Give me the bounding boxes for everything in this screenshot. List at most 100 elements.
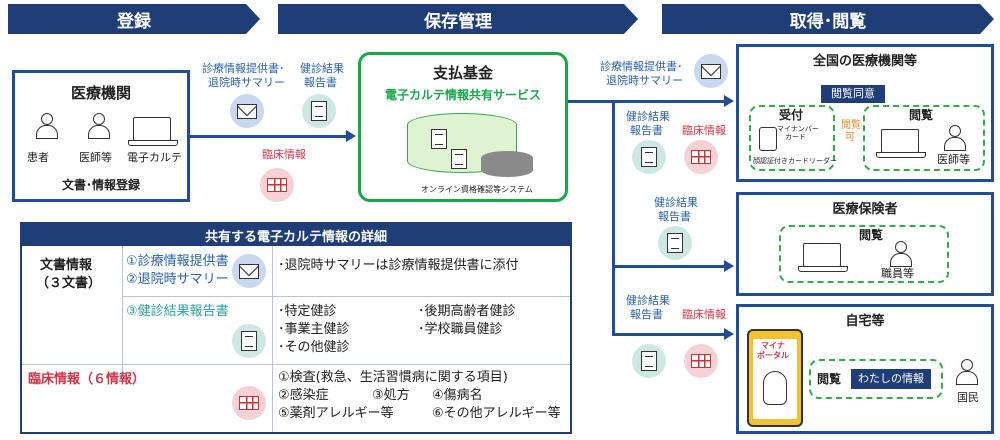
document-icon	[311, 101, 327, 121]
clinical-item: ⑥その他アレルギー等	[432, 406, 561, 421]
fund-box: 支払基金 電子カルテ情報共有サービス オンライン資格確認等システム	[358, 52, 568, 202]
portal-label-2: ポータル	[757, 351, 789, 360]
card-reader-icon	[759, 127, 777, 151]
checkup-item: ･学校職員健診	[418, 322, 503, 337]
insurer-title: 医療保険者	[832, 202, 898, 217]
home-title: 自宅等	[845, 314, 885, 329]
doctor-icon	[87, 113, 110, 139]
national-title: 全国の医療機関等	[812, 54, 917, 69]
document-icon	[241, 331, 257, 351]
patient-icon	[35, 113, 58, 139]
right-checkup1-label-1: 健診結果	[626, 110, 670, 123]
document-icon	[667, 233, 683, 253]
col-divider-2	[272, 246, 273, 432]
right-doc-label-2: 退院時サマリー	[606, 74, 683, 87]
insurer-laptop-icon	[798, 243, 848, 272]
national-box: 全国の医療機関等 閲覧同意 受付 マイナンバー カード 顔認証付きカードリーダー…	[736, 44, 994, 182]
left-flow-line	[190, 135, 346, 138]
right-checkup2-label-2: 報告書	[658, 210, 691, 223]
home-box: 自宅等 マイナ ポータル 閲覧 わたしの情報 国民	[736, 304, 994, 434]
doctor-label: 医師等	[79, 151, 112, 164]
right-trunk-line	[612, 100, 615, 336]
detail-table: 共有する電子カルテ情報の詳細 文書情報 （３文書） ①診療情報提供書 ②退院時サ…	[20, 222, 572, 434]
national-view-box: 閲覧 医師等	[863, 105, 985, 171]
clinical-item: ③処方	[372, 388, 410, 403]
reader-label: 顔認証付きカードリーダー	[753, 157, 837, 165]
clinical-item: ②感染症	[278, 388, 329, 403]
card-label-1: マイナンバー	[777, 125, 819, 133]
right-checkup3-circle	[632, 344, 666, 378]
left-checkup-label-1: 健診結果	[300, 62, 344, 75]
checkup-item: ･事業主健診	[278, 322, 350, 337]
right-clinical1-circle	[684, 140, 718, 174]
insurer-staff-icon	[889, 241, 912, 267]
fund-document-icon-2	[451, 149, 467, 169]
card-label-2: カード	[785, 133, 806, 141]
portal-label-1: マイナ	[761, 341, 785, 350]
right-doc-circle	[694, 54, 728, 88]
right-checkup2-label-1: 健診結果	[654, 196, 698, 209]
citizen-label: 国民	[957, 391, 979, 404]
document-icon	[641, 351, 657, 371]
right-checkup1-circle	[632, 140, 666, 174]
detail-item-3: ③健診結果報告書	[126, 304, 229, 319]
detail-note-1: ･退院時サマリーは診療情報提供書に添付	[278, 258, 519, 273]
insurer-view-label: 閲覧	[859, 228, 884, 242]
col-divider-1	[122, 246, 123, 374]
ehr-laptop-icon	[128, 117, 178, 146]
arrow-insurer	[724, 260, 734, 272]
medical-institution-title: 医療機関	[70, 84, 131, 102]
mail-icon	[701, 63, 721, 79]
table-icon	[691, 354, 711, 368]
checkup-item: ･その他健診	[278, 340, 350, 355]
arrow-national	[724, 95, 734, 107]
reception-box: 受付 マイナンバー カード 顔認証付きカードリーダー	[749, 105, 837, 171]
left-clinical-label: 臨床情報	[262, 148, 306, 161]
right-checkup1-label-2: 報告書	[630, 124, 663, 137]
myinfo-badge: わたしの情報	[851, 369, 931, 389]
ehr-label: 電子カルテ	[127, 151, 182, 164]
server-cylinder-icon	[481, 151, 533, 177]
left-doc-circle	[230, 94, 264, 128]
document-icon	[641, 147, 657, 167]
home-view-box: 閲覧 わたしの情報	[809, 359, 943, 399]
left-flow-arrow	[346, 130, 356, 142]
right-doc-label-1: 診療情報提供書･	[600, 60, 683, 73]
reception-label: 受付	[779, 108, 804, 122]
right-stem	[568, 100, 586, 103]
detail-title: 共有する電子カルテ情報の詳細	[22, 224, 570, 246]
clinical-title: 臨床情報（６情報）	[28, 372, 146, 387]
right-checkup3-label-2: 報告書	[630, 308, 663, 321]
register-footer: 文書･情報登録	[61, 178, 140, 192]
header-storage: 保存管理	[278, 4, 638, 34]
national-view-label: 閲覧	[909, 108, 934, 122]
clinical-item: ①検査(救急、生活習慣病に関する項目)	[278, 370, 508, 385]
national-doctor-icon	[943, 125, 966, 151]
row-divider-1	[122, 296, 570, 297]
insurer-box: 医療保険者 閲覧 職員等	[736, 192, 994, 296]
table-icon	[239, 396, 259, 410]
view-ok-label-1: 閲覧	[841, 120, 861, 131]
checkup-item: ･特定健診	[278, 304, 337, 319]
checkup-item: ･後期高齢者健診	[418, 304, 516, 319]
left-doc-label-1: 診療情報提供書･	[202, 62, 285, 75]
left-checkup-circle	[302, 94, 336, 128]
right-checkup3-label-1: 健診結果	[626, 294, 670, 307]
right-clinical3-circle	[684, 344, 718, 378]
table-icon	[691, 150, 711, 164]
clinical-item: ④傷病名	[432, 388, 483, 403]
fund-system-label: オンライン資格確認等システム	[421, 185, 533, 194]
detail-item-1: ①診療情報提供書	[126, 254, 229, 269]
fund-title: 支払基金	[432, 64, 493, 82]
fund-document-icon	[431, 129, 447, 149]
view-ok-label-2: 可	[845, 132, 855, 143]
header-register: 登録	[8, 4, 260, 34]
detail-mail-circle	[232, 254, 266, 288]
right-checkup2-circle	[658, 226, 692, 260]
doc-info-label-1: 文書情報	[40, 258, 93, 273]
smartphone-icon: マイナ ポータル	[747, 329, 803, 427]
insurer-staff-label: 職員等	[881, 267, 914, 280]
detail-clinical-circle	[232, 386, 266, 420]
mail-icon	[237, 103, 257, 119]
insurer-view-box: 閲覧 職員等	[779, 225, 949, 283]
